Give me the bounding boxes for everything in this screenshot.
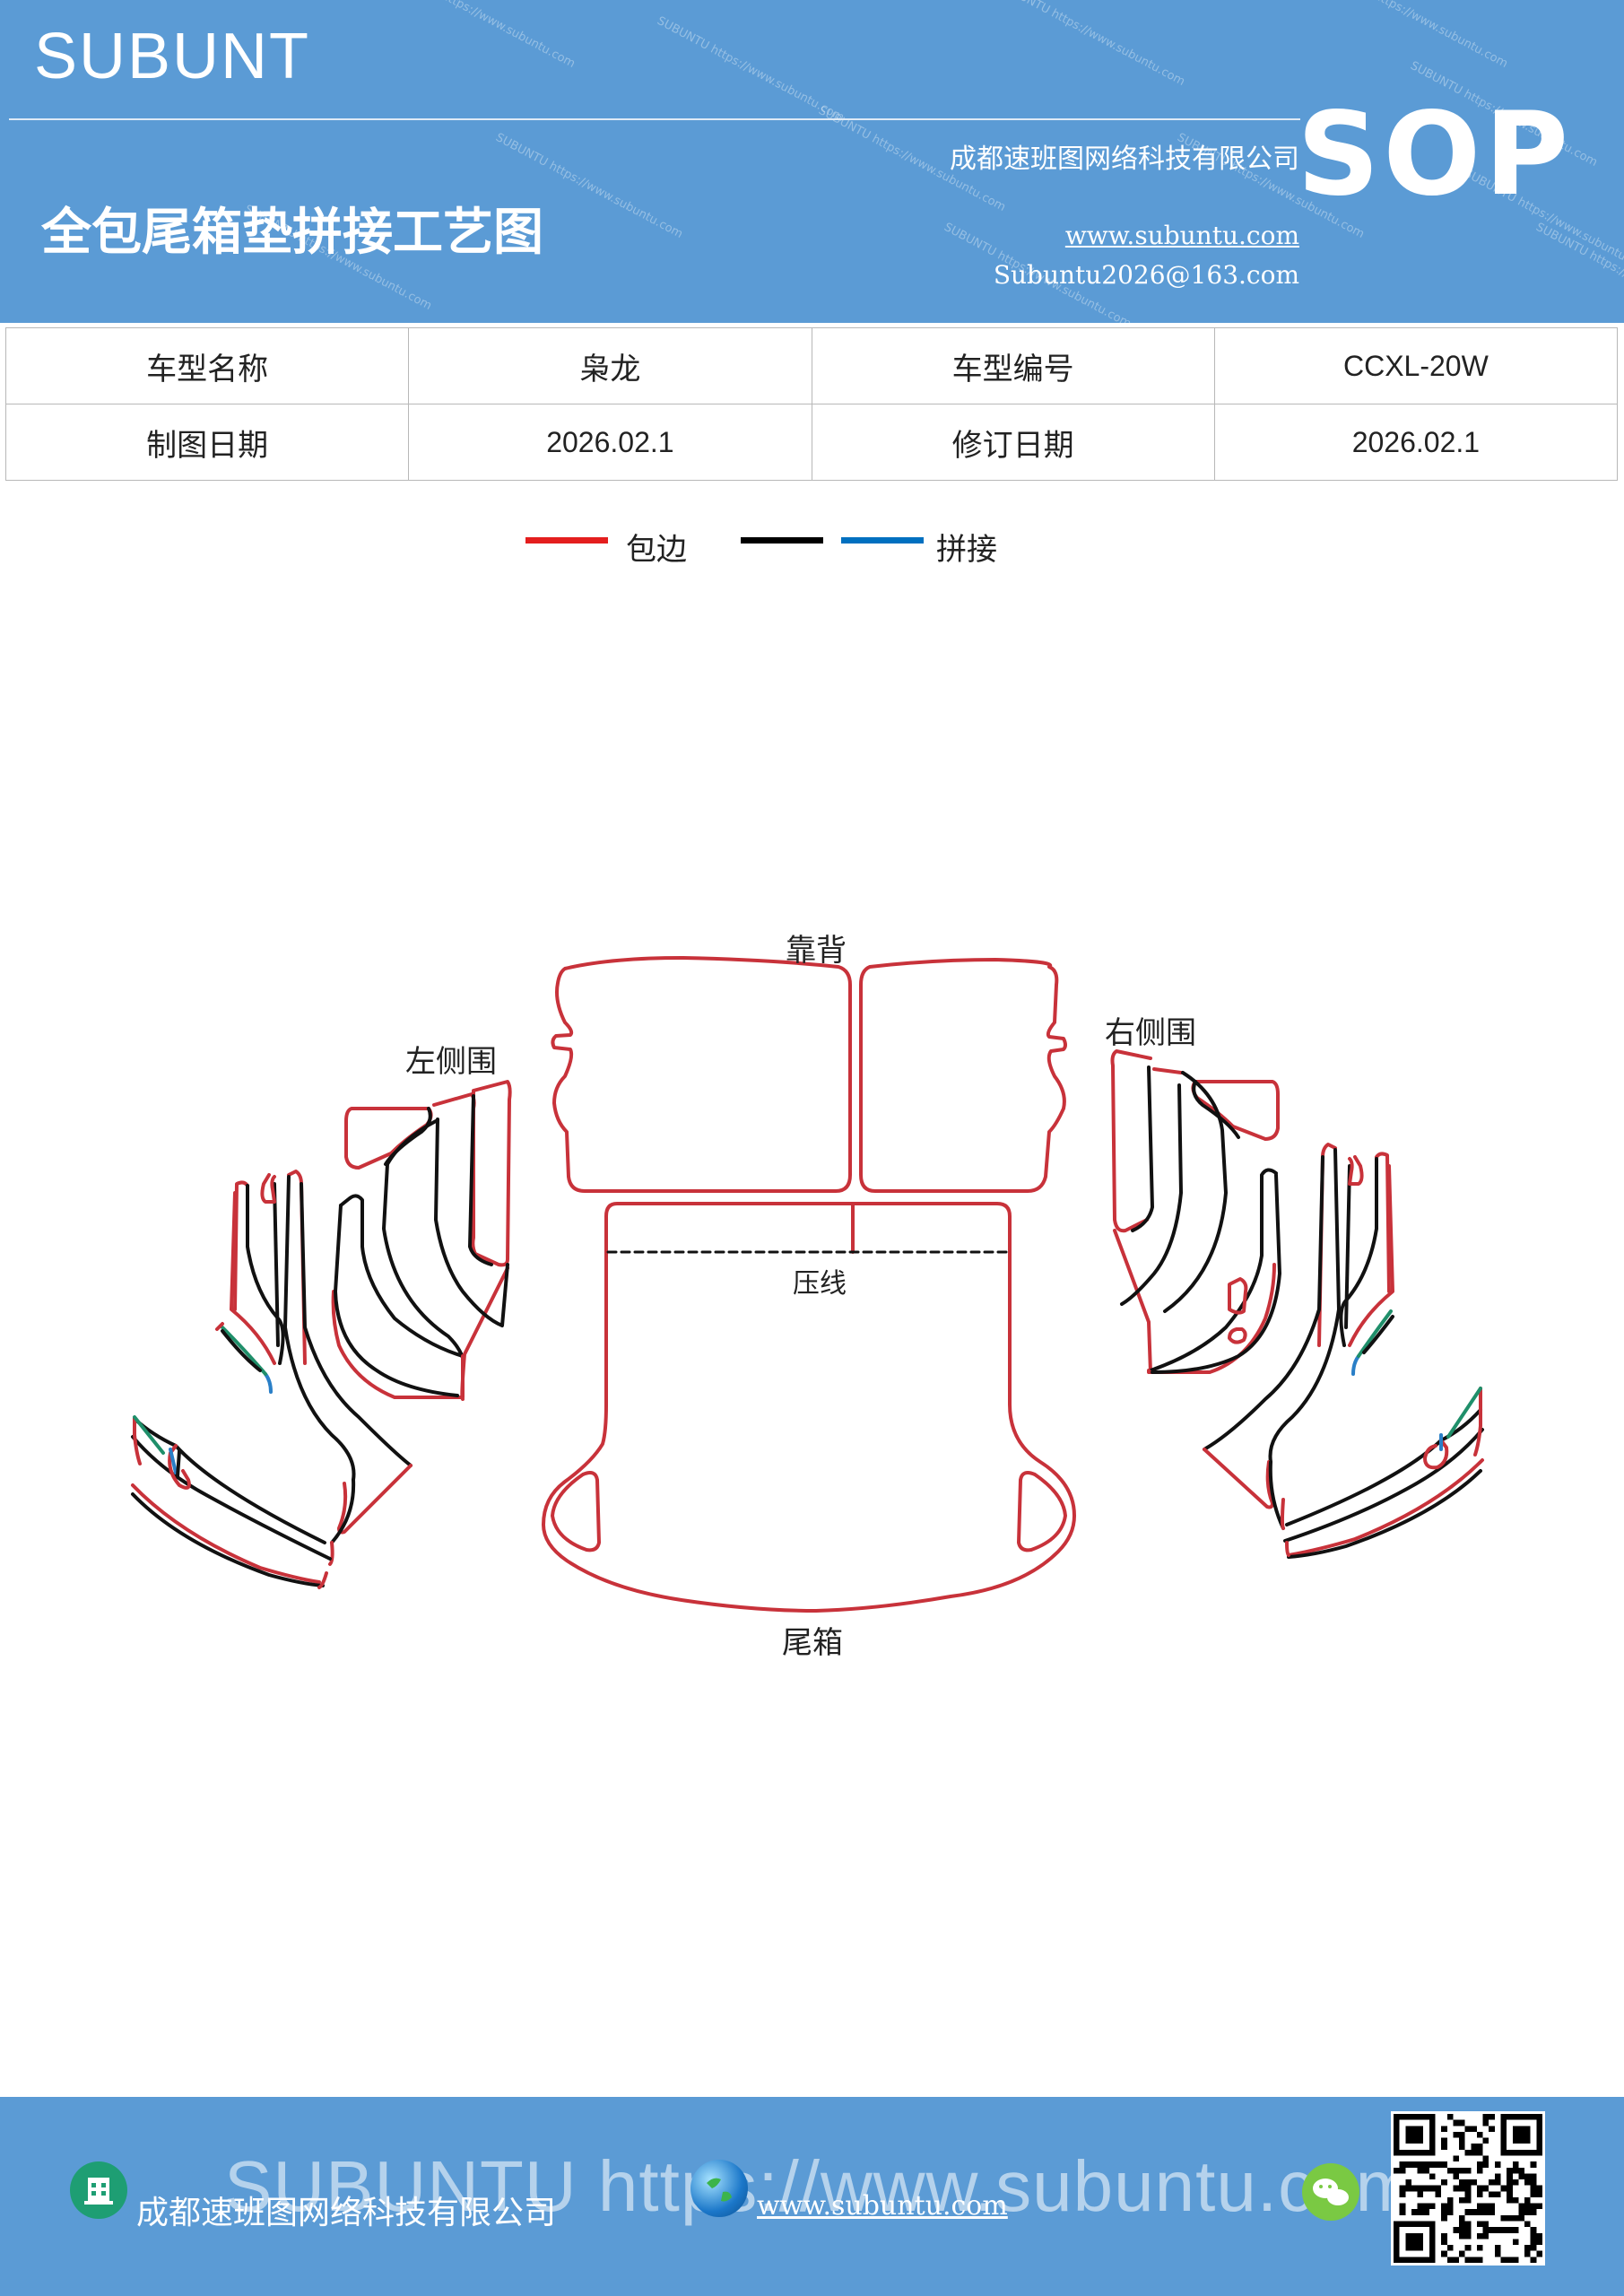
legend-black-swatch bbox=[741, 537, 823, 544]
website-link[interactable]: www.subuntu.com bbox=[1064, 221, 1299, 250]
vehicle-info-table: 车型名称 枭龙 车型编号 CCXL-20W 制图日期 2026.02.1 修订日… bbox=[4, 327, 1619, 481]
footer-watermark-url: SUBUNTU https://www.subuntu.com bbox=[224, 2146, 1417, 2226]
model-number-label: 车型编号 bbox=[811, 327, 1215, 404]
right-side-panels bbox=[1110, 1049, 1484, 1559]
drawing-date-value: 2026.02.1 bbox=[408, 404, 812, 481]
model-name-label: 车型名称 bbox=[4, 327, 410, 404]
left-side-label: 左侧围 bbox=[405, 1044, 497, 1080]
footer-company-name: 成都速班图网络科技有限公司 bbox=[136, 2195, 557, 2231]
legend-red-swatch bbox=[525, 537, 608, 544]
model-number-value: CCXL-20W bbox=[1213, 327, 1619, 404]
revision-date-value: 2026.02.1 bbox=[1213, 404, 1619, 481]
trunk-label: 尾箱 bbox=[782, 1625, 843, 1661]
crease-line-label: 压线 bbox=[793, 1268, 847, 1300]
table-row: 车型名称 枭龙 车型编号 CCXL-20W bbox=[4, 327, 1619, 404]
model-name-value: 枭龙 bbox=[408, 327, 812, 404]
qr-code[interactable] bbox=[1391, 2111, 1545, 2266]
legend: 包边 拼接 bbox=[0, 525, 1624, 570]
footer-website-link[interactable]: www.subuntu.com bbox=[757, 2190, 1008, 2222]
page-title: 全包尾箱垫拼接工艺图 bbox=[41, 204, 543, 262]
backrest-right-panel bbox=[859, 958, 1067, 1193]
sop-badge: SOP bbox=[1297, 88, 1572, 222]
legend-label-edging: 包边 bbox=[626, 532, 687, 568]
building-icon bbox=[70, 2161, 127, 2219]
backrest-label: 靠背 bbox=[786, 933, 847, 969]
contact-email[interactable]: Subuntu2026@163.com bbox=[993, 260, 1299, 290]
drawing-date-label: 制图日期 bbox=[4, 404, 410, 481]
backrest-panels bbox=[551, 956, 1067, 1193]
header-divider bbox=[9, 118, 1300, 120]
table-row: 制图日期 2026.02.1 修订日期 2026.02.1 bbox=[4, 404, 1619, 481]
wechat-icon[interactable] bbox=[1302, 2163, 1359, 2221]
revision-date-label: 修订日期 bbox=[811, 404, 1215, 481]
brand-logo-text: SUBUNT bbox=[34, 21, 311, 92]
legend-label-splice: 拼接 bbox=[936, 532, 997, 568]
footer-banner: SUBUNTU https://www.subuntu.com 成都速班图网络科… bbox=[0, 2097, 1624, 2296]
company-name: 成都速班图网络科技有限公司 bbox=[950, 144, 1299, 175]
globe-icon bbox=[690, 2160, 748, 2217]
left-side-panels bbox=[131, 1080, 512, 1589]
backrest-left-panel bbox=[551, 956, 852, 1193]
legend-blue-swatch bbox=[841, 537, 924, 544]
right-side-label: 右侧围 bbox=[1105, 1015, 1196, 1051]
trunk-floor bbox=[542, 1202, 1076, 1613]
